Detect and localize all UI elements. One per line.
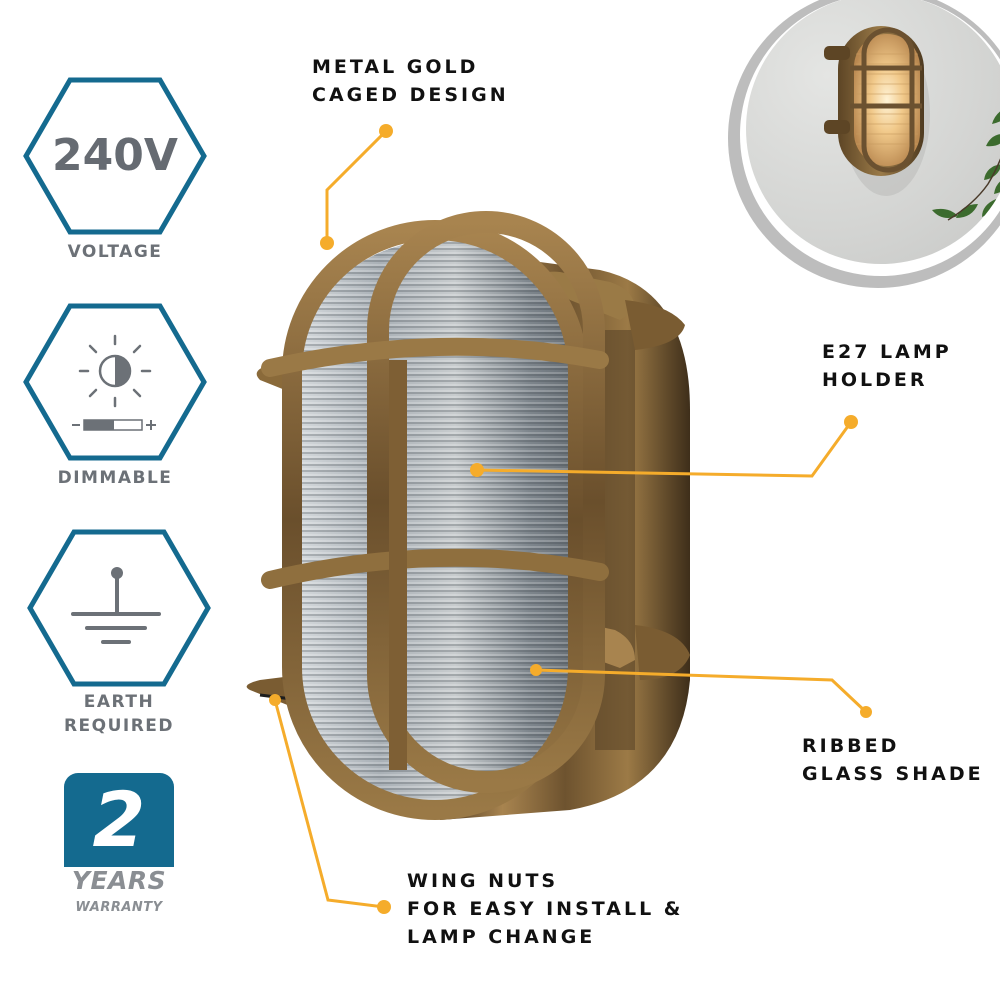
callout-glass-line1: RIBBED <box>802 735 900 757</box>
callout-caged-design: METAL GOLD CAGED DESIGN <box>312 53 509 109</box>
hexagon-outline-icon <box>23 303 207 461</box>
callout-wingnuts-line1: WING NUTS <box>407 870 559 892</box>
warranty-label: WARRANTY <box>75 900 163 915</box>
hexagon-outline-icon <box>27 529 211 687</box>
brightness-slider-icon <box>72 419 156 431</box>
callout-wingnuts-line2: FOR EASY INSTALL & <box>407 898 684 920</box>
callout-holder-line2: HOLDER <box>822 369 928 391</box>
voltage-value: 240V <box>52 130 178 181</box>
callout-lamp-holder: E27 LAMP HOLDER <box>822 338 952 394</box>
earth-ground-icon <box>71 567 161 644</box>
callout-wingnuts-line3: LAMP CHANGE <box>407 926 596 948</box>
callout-wing-nuts: WING NUTS FOR EASY INSTALL & LAMP CHANGE <box>407 867 683 951</box>
callout-glass-line2: GLASS SHADE <box>802 763 984 785</box>
hexagon-outline-icon <box>23 77 207 235</box>
dimmable-sun-icon <box>78 334 152 408</box>
voltage-badge: 240V VOLTAGE <box>20 76 210 266</box>
callout-holder-line1: E27 LAMP <box>822 341 952 363</box>
product-bulkhead-lamp-image <box>246 211 690 820</box>
earth-label-line1: EARTH <box>83 692 155 712</box>
earth-label-line2: REQUIRED <box>63 716 175 736</box>
callout-glass-shade: RIBBED GLASS SHADE <box>802 732 984 788</box>
voltage-label: VOLTAGE <box>67 242 163 262</box>
callout-caged-line2: CAGED DESIGN <box>312 84 509 106</box>
warranty-number-box: 2 <box>64 773 174 867</box>
warranty-years: YEARS <box>71 866 167 895</box>
dimmable-badge: DIMMABLE <box>20 302 210 492</box>
callout-caged-line1: METAL GOLD <box>312 56 479 78</box>
lit-wall-lamp-illustration <box>824 26 1000 221</box>
earth-badge: EARTH REQUIRED <box>24 528 214 748</box>
lifestyle-photo <box>746 0 1000 264</box>
dimmable-label: DIMMABLE <box>57 468 173 488</box>
